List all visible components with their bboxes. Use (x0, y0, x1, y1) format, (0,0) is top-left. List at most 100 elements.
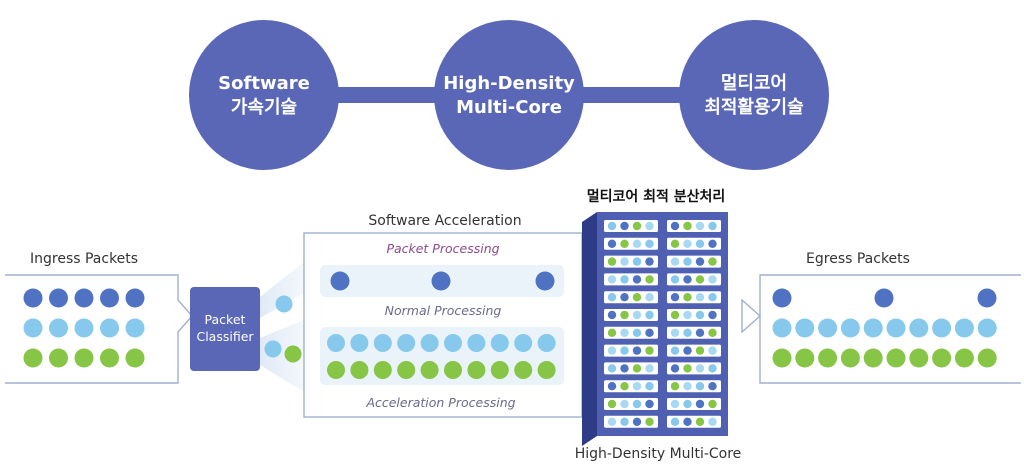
packet-processing-label: Packet Processing (386, 241, 499, 256)
rack-module (667, 326, 721, 339)
core-dot (683, 310, 692, 320)
core-dot (645, 382, 654, 391)
core-dot (708, 399, 717, 409)
core-dot (708, 417, 717, 426)
classifier-dot (275, 295, 293, 313)
core-dot (632, 346, 642, 355)
core-dot (607, 239, 617, 248)
core-dot (645, 328, 654, 337)
core-dot (645, 257, 654, 266)
core-dot (632, 293, 642, 302)
accel-dot-light (514, 334, 533, 352)
accel-dot-light (397, 334, 416, 352)
flow-band-normal (260, 262, 304, 318)
core-dot (620, 364, 629, 373)
core-dot (645, 293, 654, 302)
egress-dot-light (954, 318, 974, 338)
core-dot (607, 328, 617, 337)
egress-dot-green (772, 348, 792, 368)
classifier-line2: Classifier (196, 329, 254, 344)
accel-dot-green (350, 361, 369, 379)
circle-line2: 가속기술 (231, 97, 297, 118)
classifier-line1: Packet (205, 312, 246, 327)
acceleration-lane-dots (327, 334, 556, 379)
egress-dot-green (954, 348, 974, 368)
core-dot (620, 417, 629, 426)
core-dot (708, 346, 717, 355)
egress-dot-light (818, 318, 838, 338)
circle-line2: 최적활용기술 (704, 97, 803, 118)
flow-band-accel (260, 320, 304, 392)
core-dot (620, 310, 629, 320)
circle-line2: Multi-Core (456, 97, 562, 118)
rack-module (604, 380, 658, 393)
egress-dot-light (932, 318, 952, 338)
core-dot (695, 364, 705, 373)
core-dot (695, 293, 705, 302)
core-dot (645, 239, 654, 248)
rack-module (604, 237, 658, 250)
core-dot (683, 399, 692, 409)
core-dot (670, 382, 680, 391)
rack-module (667, 344, 721, 357)
core-dot (607, 399, 617, 409)
classifier-dot (284, 345, 302, 363)
accel-dot-green (397, 361, 416, 379)
classifier-dot (264, 340, 282, 358)
rack-module (667, 309, 721, 321)
accel-dot-green (537, 361, 556, 379)
core-dot (695, 328, 705, 337)
circle-software-acceleration: Software 가속기술 (189, 20, 339, 170)
core-dot (670, 328, 680, 337)
circle-multicore-optimization: 멀티코어 최적활용기술 (679, 20, 829, 170)
egress-frame (759, 274, 1021, 384)
core-dot (670, 417, 680, 426)
core-dot (645, 275, 654, 284)
core-dot (632, 275, 642, 284)
rack-module (604, 415, 658, 428)
core-dot (645, 346, 654, 355)
software-acceleration-label: Software Acceleration (368, 213, 521, 229)
rack-module (604, 398, 658, 410)
core-dot (607, 293, 617, 302)
core-dot (695, 221, 705, 231)
rack-module (604, 255, 658, 268)
egress-arrow (741, 298, 762, 334)
egress-dot-light (772, 318, 792, 338)
egress-dot-green (840, 348, 860, 368)
core-dot (708, 221, 717, 231)
ingress-label: Ingress Packets (30, 251, 138, 267)
core-dot (607, 346, 617, 355)
core-dot (632, 399, 642, 409)
rack-side (582, 212, 597, 446)
rack-module (604, 309, 658, 321)
core-dot (695, 382, 705, 391)
egress-dot-green (818, 348, 838, 368)
egress-dot-green (932, 348, 952, 368)
ingress-dot (100, 318, 119, 338)
core-dot (607, 275, 617, 284)
accel-dot-light (444, 334, 462, 352)
egress-dot-light (977, 318, 997, 338)
core-dot (695, 239, 705, 248)
software-acceleration-panel (303, 232, 583, 418)
accel-dot-green (373, 361, 392, 379)
core-dot (620, 293, 629, 302)
rack-module (604, 273, 658, 286)
accel-dot-light (350, 334, 369, 352)
rack-module (604, 220, 658, 232)
core-dot (670, 275, 680, 284)
egress-dot-light (886, 318, 906, 338)
core-dot (620, 257, 629, 266)
accel-dot-light (373, 334, 392, 352)
egress-dot-dark (772, 288, 792, 308)
core-dot (607, 221, 617, 231)
core-dot (683, 257, 692, 266)
egress-packet-dots (772, 288, 997, 368)
rack-module (667, 362, 721, 375)
rack-module (604, 326, 658, 339)
ingress-dot (74, 348, 94, 368)
accel-dot-light (327, 334, 345, 352)
core-dot (645, 399, 654, 409)
